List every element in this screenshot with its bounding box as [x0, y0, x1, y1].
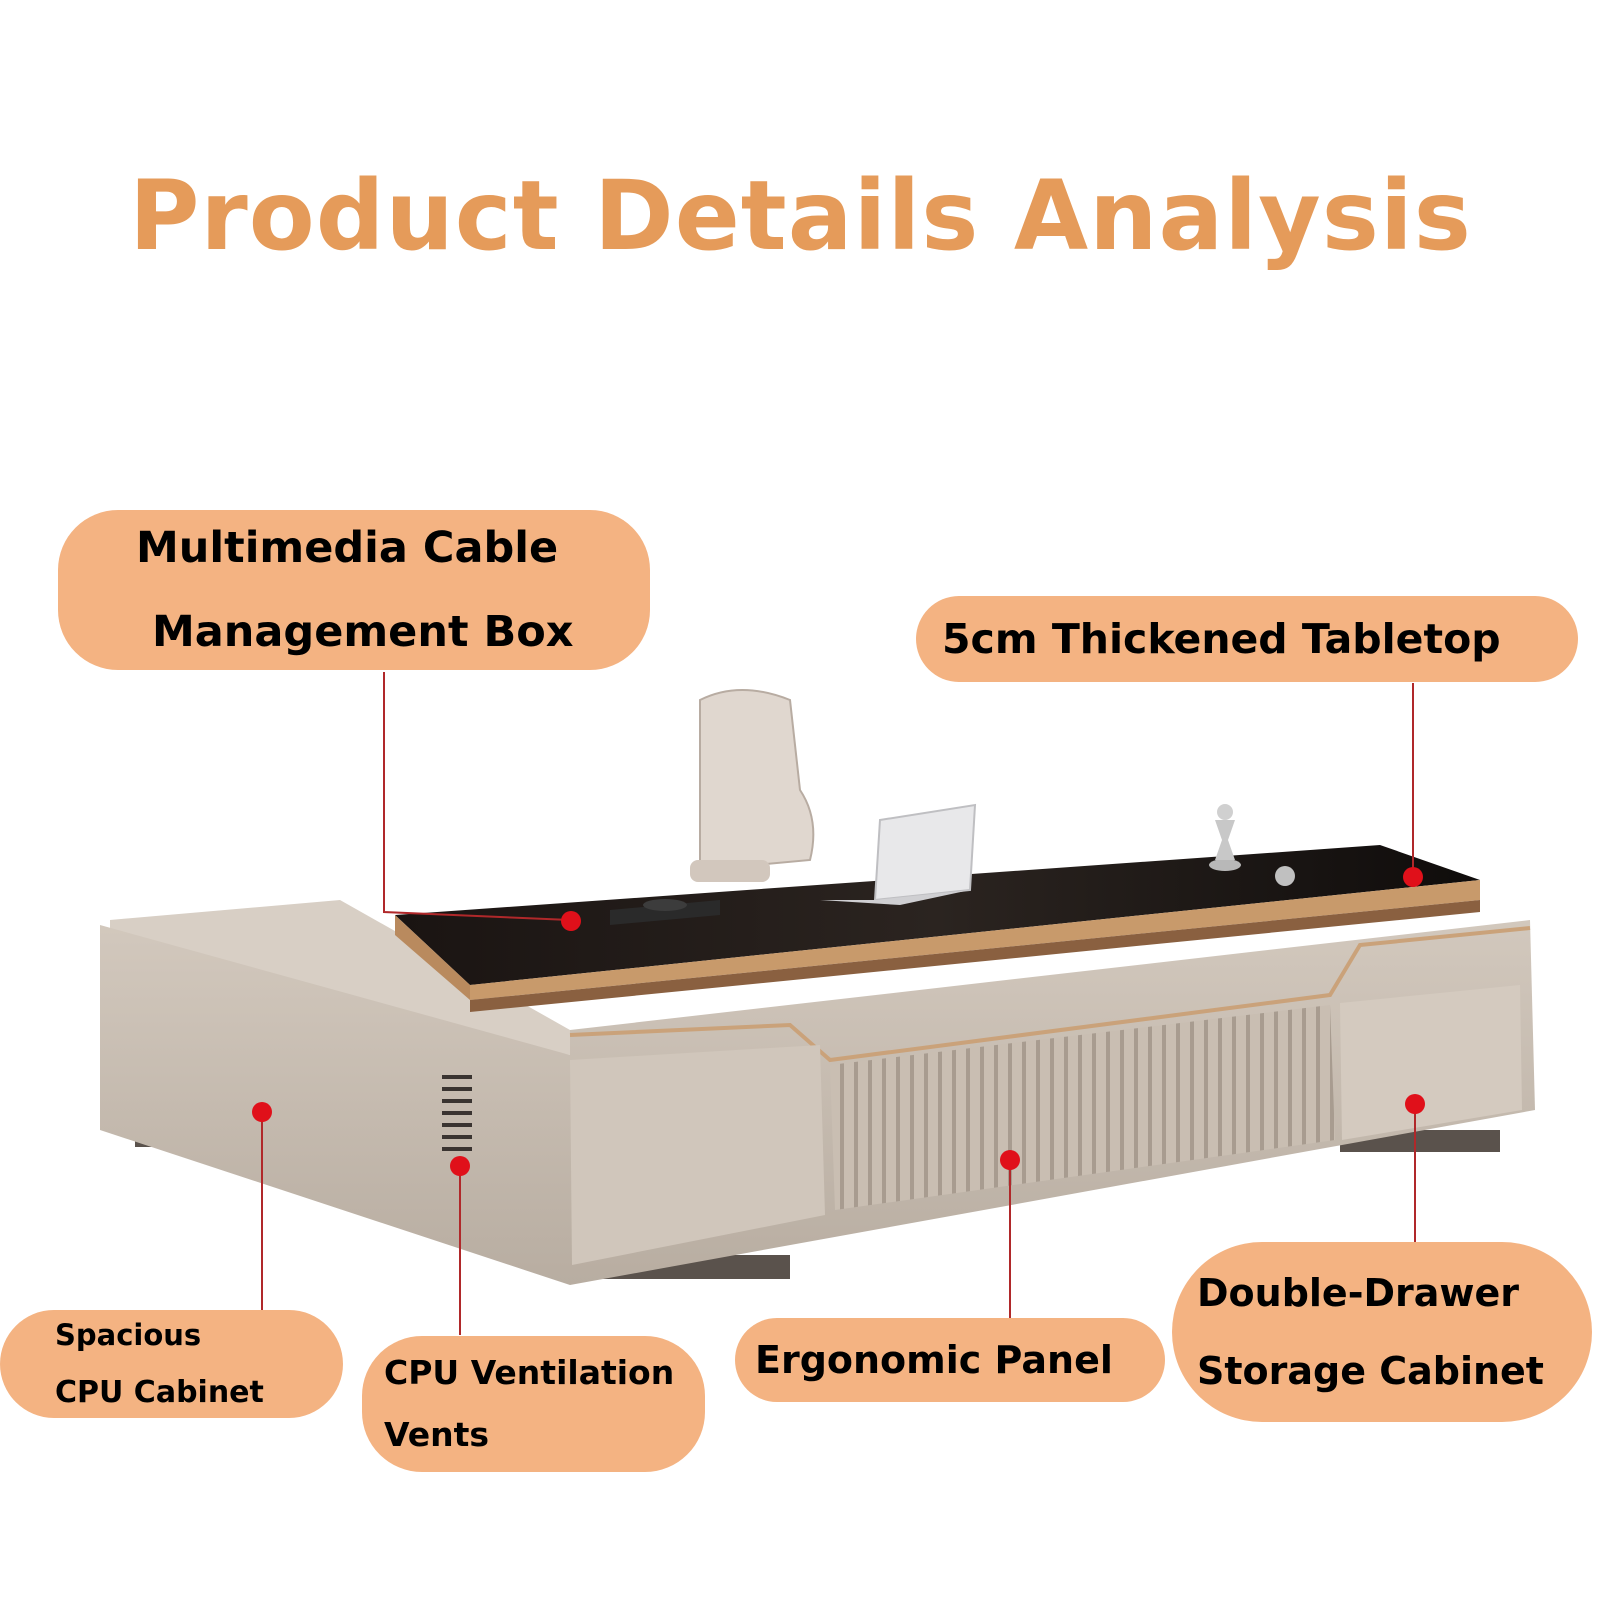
callout-cable-management-box: Multimedia Cable Management Box	[58, 510, 650, 670]
callout-drawer-line2: Storage Cabinet	[1197, 1349, 1544, 1393]
callout-cpu-cabinet-line1: Spacious	[55, 1318, 202, 1352]
page-title: Product Details Analysis	[129, 160, 1472, 272]
callout-double-drawer-cabinet: Double-Drawer Storage Cabinet	[1172, 1242, 1592, 1422]
callout-cpu-cabinet-line2: CPU Cabinet	[55, 1375, 264, 1410]
callout-thickened-tabletop: 5cm Thickened Tabletop	[916, 596, 1578, 682]
callout-cpu-ventilation-vents: CPU Ventilation Vents	[362, 1336, 705, 1472]
callout-vents-line1: CPU Ventilation	[384, 1353, 675, 1392]
callout-vents-line2: Vents	[384, 1415, 490, 1454]
callout-tabletop-line1: 5cm Thickened Tabletop	[942, 615, 1501, 663]
callout-ergonomic-panel: Ergonomic Panel	[735, 1318, 1165, 1402]
callout-panel-line1: Ergonomic Panel	[755, 1338, 1113, 1382]
callout-cpu-cabinet: Spacious CPU Cabinet	[0, 1310, 343, 1418]
callout-cable-line1: Multimedia Cable	[136, 523, 559, 573]
callout-cable-line2: Management Box	[152, 607, 574, 657]
callout-drawer-line1: Double-Drawer	[1197, 1271, 1520, 1315]
